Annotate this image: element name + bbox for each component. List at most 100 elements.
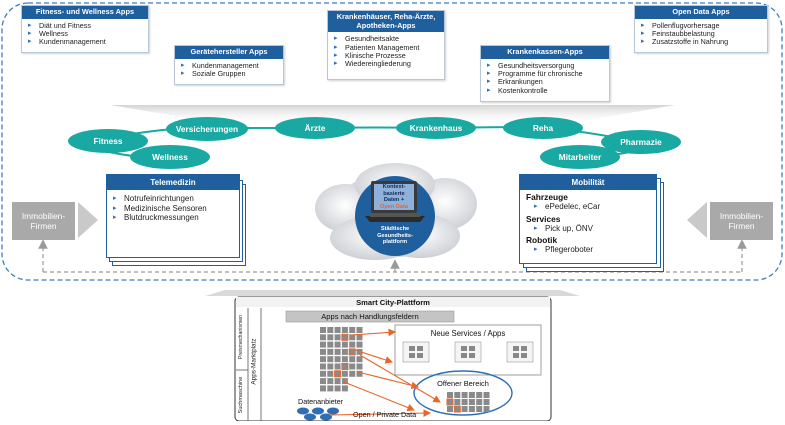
marketplace-app-square xyxy=(341,378,348,385)
oval-fitness: Fitness xyxy=(68,129,148,153)
telemedizin-box: Telemedizin Notrufeinrichtungen Medizini… xyxy=(106,174,240,258)
list-item: Pick up, ÖNV xyxy=(534,224,652,234)
neue-services-label: Neue Services / Apps xyxy=(430,329,506,338)
open-area-app-square xyxy=(461,392,468,398)
marketplace-app-square xyxy=(356,356,363,363)
list-item: Pollenflugvorhersage xyxy=(641,21,763,31)
open-area-app-square xyxy=(446,398,454,406)
marketplace-app-square xyxy=(349,370,356,377)
smart-city-platform-title: Smart City-Plattform xyxy=(356,298,430,307)
marketplace-app-square xyxy=(341,363,349,370)
marketplace-app-square xyxy=(320,356,326,363)
marketplace-app-square xyxy=(341,356,348,363)
marketplace-app-square xyxy=(320,334,326,341)
marketplace-app-square xyxy=(341,327,348,333)
list-item: Patienten Management xyxy=(334,43,440,53)
list-item: Zusatzstoffe in Nahrung xyxy=(641,37,763,47)
open-area-app-square xyxy=(476,399,483,405)
marketplace-app-square xyxy=(320,378,326,385)
geraetehersteller-apps-title: Gerätehersteller Apps xyxy=(175,46,283,59)
open-area-app-square xyxy=(483,406,490,412)
marketplace-app-square xyxy=(334,334,341,341)
open-private-data-label: Open / Private Data xyxy=(353,410,417,419)
open-area-app-square xyxy=(461,399,468,405)
marketplace-app-square xyxy=(349,334,356,341)
open-area-app-square xyxy=(476,406,483,412)
apps-nach-handlungsfeldern-bar: Apps nach Handlungsfeldern xyxy=(321,312,419,321)
krankenhaeuser-apps-title: Krankenhäuser, Reha-Ärzte, Apotheken-App… xyxy=(328,11,444,33)
immobilien-firmen-left: Immobilien-Firmen xyxy=(12,202,75,240)
marketplace-app-square xyxy=(334,385,341,392)
marketplace-app-square xyxy=(348,348,356,356)
open-area-app-square xyxy=(454,392,461,398)
list-item: Programme für chronische xyxy=(487,69,605,79)
marketplace-app-square xyxy=(327,378,334,385)
marketplace-app-square xyxy=(341,348,348,355)
offener-bereich-label: Offener Bereich xyxy=(437,379,489,388)
oval-mitarbeiter: Mitarbeiter xyxy=(540,145,620,169)
marketplace-app-square xyxy=(349,356,356,363)
marketplace-app-square xyxy=(320,348,326,355)
fitness-wellness-apps-title: Fitness- und Wellness Apps xyxy=(22,6,148,19)
open-area-app-square xyxy=(483,399,490,405)
marketplace-app-square xyxy=(356,370,363,377)
open-area-app-square xyxy=(468,399,475,405)
krankenkassen-apps-title: Krankenkassen-Apps xyxy=(481,46,609,59)
list-item: Diät und Fitness xyxy=(28,21,144,31)
suchmaschine-label: Suchmaschine xyxy=(238,376,244,414)
list-item: Wiedereingliederung xyxy=(334,59,440,69)
list-item: Kundenmanagement xyxy=(181,61,279,71)
marketplace-app-square xyxy=(349,327,356,333)
oval-reha: Reha xyxy=(503,117,583,139)
marketplace-app-square xyxy=(341,370,348,377)
oval-versicherungen: Versicherungen xyxy=(166,117,248,141)
marketplace-app-square xyxy=(334,378,341,385)
krankenkassen-apps-box: Krankenkassen-Apps Gesundheitsversorgung… xyxy=(480,45,610,102)
marketplace-app-square xyxy=(327,356,334,363)
open-area-app-square xyxy=(454,399,461,405)
datenanbieter-label: Datenanbieter xyxy=(298,397,344,406)
preismechanismen-label: Preismechanismen xyxy=(238,314,244,360)
marketplace-app-square xyxy=(334,363,341,370)
marketplace-app-square xyxy=(334,348,341,355)
oval-aerzte: Ärzte xyxy=(275,117,355,139)
marketplace-app-square xyxy=(320,363,326,370)
open-area-app-square xyxy=(447,392,453,398)
geraetehersteller-apps-box: Gerätehersteller Apps Kundenmanagement S… xyxy=(174,45,284,85)
open-area-app-square xyxy=(453,405,461,413)
marketplace-app-square xyxy=(327,385,334,392)
open-area-app-square xyxy=(447,406,453,412)
list-item: Kundenmanagement xyxy=(28,37,144,47)
list-item: Feinstaubbelastung xyxy=(641,29,763,39)
list-item: Erkrankungen xyxy=(487,77,605,87)
ecosystem-frame xyxy=(1,2,783,281)
open-data-apps-title: Open Data Apps xyxy=(635,6,767,19)
marketplace-app-square xyxy=(327,348,334,355)
marketplace-app-square xyxy=(327,327,334,333)
marketplace-app-square xyxy=(356,327,363,333)
immobilien-firmen-right: Immobilien-Firmen xyxy=(710,202,773,240)
gesundheitsplattform-caption: Städtische Gesundheits- plattform xyxy=(377,226,413,246)
marketplace-app-square xyxy=(356,341,363,348)
list-item: Notrufeinrichtungen xyxy=(113,194,235,204)
mobilitaet-title: Mobilität xyxy=(520,175,656,190)
list-item: Blutdruckmessungen xyxy=(113,213,235,223)
oval-krankenhaus: Krankenhaus xyxy=(396,117,476,139)
marketplace-app-square xyxy=(334,356,341,363)
marketplace-app-square xyxy=(334,370,342,378)
laptop-platform-icon xyxy=(355,176,435,256)
list-item: Gesundheitsakte xyxy=(334,34,440,44)
marketplace-app-square xyxy=(341,333,349,341)
platform-shadow xyxy=(205,290,580,296)
marketplace-app-square xyxy=(327,370,334,377)
marketplace-app-square xyxy=(356,363,363,370)
krankenhaeuser-apps-box: Krankenhäuser, Reha-Ärzte, Apotheken-App… xyxy=(327,10,445,80)
mobilitaet-group-heading: Robotik xyxy=(526,235,558,245)
list-item: Pflegeroboter xyxy=(534,245,652,255)
marketplace-app-square xyxy=(327,334,334,341)
list-item: Kostenkontrolle xyxy=(487,86,605,96)
list-item: ePedelec, eCar xyxy=(534,202,652,212)
open-area-app-square xyxy=(468,406,475,412)
open-area-app-square xyxy=(483,392,490,398)
